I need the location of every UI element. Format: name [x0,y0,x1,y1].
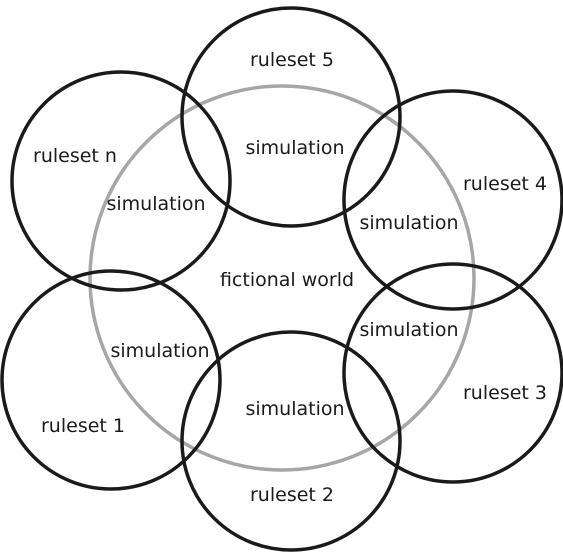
simulation-label-ruleset-5: simulation [245,137,344,159]
fictional-world-circle [88,84,476,472]
ruleset-2-label: ruleset 2 [250,484,334,506]
ruleset-4-circle [342,89,563,311]
simulation-label-ruleset-2: simulation [245,398,344,420]
ruleset-n-label: ruleset n [33,145,117,167]
ruleset-5-label: ruleset 5 [250,49,334,71]
simulation-label-ruleset-3: simulation [359,319,458,341]
ruleset-1-circle [0,269,222,491]
ruleset-5-circle [180,6,402,228]
ruleset-2-circle [180,330,402,552]
simulation-label-ruleset-1: simulation [110,340,209,362]
ruleset-3-label: ruleset 3 [463,382,547,404]
ruleset-4-label: ruleset 4 [463,173,547,195]
ruleset-n-circle [10,70,232,292]
ruleset-1-label: ruleset 1 [41,415,125,437]
simulation-label-ruleset-4: simulation [359,212,458,234]
simulation-label-ruleset-n: simulation [106,193,205,215]
ruleset-3-circle [342,262,563,484]
fictional-world-label: fictional world [220,269,354,291]
